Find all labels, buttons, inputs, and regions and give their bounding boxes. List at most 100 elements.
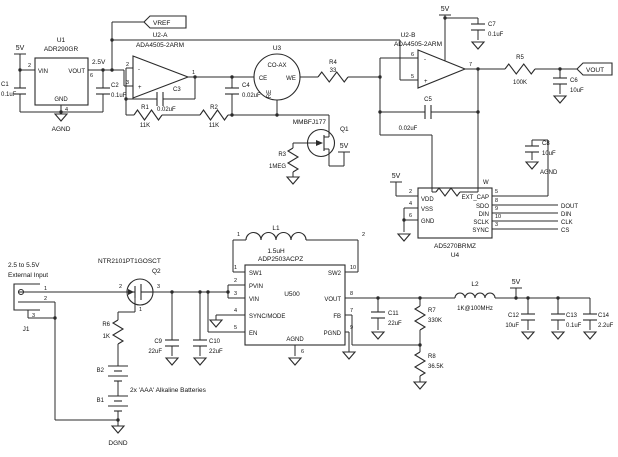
u1-pin-gnd: GND bbox=[54, 97, 68, 103]
u2b-pinnum-non: 5 bbox=[411, 74, 414, 80]
c2-capacitor: C2 0.1uF bbox=[96, 83, 127, 99]
c9-value-label: 22uF bbox=[148, 349, 162, 355]
u500-pinnum-fb: 7 bbox=[350, 308, 353, 314]
j1-pinnum-3: 3 bbox=[32, 313, 35, 319]
u2b-opamp: U2-B ADA4505-2ARM - + 6 5 7 bbox=[394, 32, 472, 89]
u4-body bbox=[417, 187, 493, 239]
u3-pin-ce: CE bbox=[259, 76, 267, 82]
u500-part-label: ADP2503ACPZ bbox=[258, 256, 303, 263]
sensor-icon bbox=[253, 53, 301, 101]
u2a-pinnum-non: 3 bbox=[126, 80, 129, 86]
net-cs-label: CS bbox=[561, 228, 569, 234]
c7-value-label: 0.1uF bbox=[488, 32, 504, 38]
r3-value-label: 1MEG bbox=[269, 164, 286, 170]
u500-pinnum-en: 5 bbox=[234, 325, 237, 331]
c1-ref-label: C1 bbox=[1, 82, 9, 88]
r5-value-label: 100K bbox=[513, 80, 527, 86]
u1-pinnum-2: 2 bbox=[28, 63, 31, 69]
u4-pinnum-sync: 3 bbox=[495, 222, 498, 228]
ground-icons bbox=[53, 41, 598, 434]
q2-pmos: NTR2101PT1GOSCT Q2 2 3 1 bbox=[98, 258, 161, 313]
q2-ref-label: Q2 bbox=[152, 268, 161, 275]
dgnd-icon bbox=[110, 425, 126, 434]
c3-capacitor: C3 0.02uF bbox=[156, 87, 181, 113]
c8-ref-label: C8 bbox=[542, 141, 550, 147]
u4-pin-din: DIN bbox=[479, 212, 489, 218]
r8-value-label: 36.5K bbox=[428, 364, 444, 370]
vout-flag: VOUT bbox=[576, 62, 613, 76]
gnd-icon bbox=[341, 351, 357, 360]
net-dgnd-label: DGND bbox=[108, 440, 127, 447]
u4-pinnum-extcap: 5 bbox=[495, 189, 498, 195]
r4-resistor: R4 33 bbox=[317, 60, 349, 83]
u4-pin-extcap: EXT_CAP bbox=[462, 195, 489, 201]
c10-value-label: 22uF bbox=[209, 349, 223, 355]
u3-gas-sensor: U3 CO-AX CE WE RE bbox=[253, 45, 301, 101]
u2a-part-label: ADA4505-2ARM bbox=[136, 42, 184, 49]
inductor-icon bbox=[454, 292, 496, 299]
u500-pinnum-pvin: 2 bbox=[234, 278, 237, 284]
c8-capacitor: C8 10uF bbox=[525, 141, 556, 157]
u4-pinnum-vss: 4 bbox=[409, 201, 412, 207]
u2b-part-label: ADA4505-2ARM bbox=[394, 41, 442, 48]
u500-pin-pvin: PVIN bbox=[249, 284, 263, 290]
junction-dots bbox=[18, 16, 562, 422]
gnd-icon bbox=[396, 233, 412, 242]
l1-ref-label: L1 bbox=[272, 225, 280, 232]
c5-value-label: 0.02uF bbox=[399, 126, 418, 132]
u4-pinnum-din: 9 bbox=[495, 206, 498, 212]
u4-pinnum-vdd: 2 bbox=[409, 189, 412, 195]
c7-capacitor: C7 0.1uF bbox=[471, 22, 504, 38]
c12-capacitor: C12 10uF bbox=[505, 313, 535, 329]
r6-value-label: 1K bbox=[103, 334, 110, 340]
u4-pinnum-sdo: 8 bbox=[495, 198, 498, 204]
u4-pin-vdd: VDD bbox=[421, 197, 434, 203]
u500-pinnum-pgnd: 9 bbox=[350, 325, 353, 331]
gnd-icon bbox=[285, 176, 301, 185]
u2b-plus: + bbox=[424, 79, 428, 85]
gnd-icon bbox=[370, 331, 386, 340]
c12-value-label: 10uF bbox=[505, 323, 519, 329]
l1-value-label: 1.5uH bbox=[267, 248, 285, 255]
l1-pinnum-1: 1 bbox=[237, 232, 240, 238]
u2b-minus: - bbox=[424, 57, 426, 63]
c3-ref-label: C3 bbox=[173, 87, 181, 93]
u1-body bbox=[34, 57, 89, 106]
net-2v5-label: 2.5V bbox=[92, 59, 106, 66]
inductor-icon bbox=[245, 232, 307, 241]
u3-ref-label: U3 bbox=[273, 45, 282, 52]
u3-part-label: CO-AX bbox=[267, 63, 286, 69]
u4-digital-rheostat: W VDD VSS GND EXT_CAP SDO DIN SCLK SYNC … bbox=[409, 180, 501, 259]
c11-ref-label: C11 bbox=[388, 311, 399, 317]
c8-value-label: 10uF bbox=[542, 151, 556, 157]
c9-ref-label: C9 bbox=[154, 339, 162, 345]
c10-capacitor: C10 22uF bbox=[193, 339, 223, 355]
gnd-icon bbox=[520, 331, 536, 340]
u4-wiper-label: W bbox=[483, 180, 489, 186]
r2-value-label: 11K bbox=[209, 123, 219, 129]
c9-capacitor: C9 22uF bbox=[148, 339, 179, 355]
net-vref-label: VREF bbox=[153, 20, 170, 27]
r7-ref-label: R7 bbox=[428, 308, 436, 314]
r6-resistor: R6 1K bbox=[102, 319, 125, 345]
r3-resistor: R3 1MEG bbox=[269, 147, 300, 173]
l2-ferrite-bead: L2 1K@100MHz bbox=[454, 281, 496, 312]
u500-pinnum-sync: 4 bbox=[234, 308, 237, 314]
j1-pinnum-2: 2 bbox=[44, 296, 47, 302]
c2-value-label: 0.1uF bbox=[111, 93, 127, 99]
u500-pin-pgnd: PGND bbox=[324, 331, 342, 337]
q2-part-label: NTR2101PT1GOSCT bbox=[98, 258, 161, 265]
u500-body bbox=[244, 264, 346, 346]
c14-capacitor: C14 2.2uF bbox=[583, 313, 614, 329]
u500-pin-agnd: AGND bbox=[286, 337, 304, 343]
u2a-ref-label: U2-A bbox=[153, 32, 168, 39]
c14-value-label: 2.2uF bbox=[598, 323, 614, 329]
b1-ref-label: B1 bbox=[97, 398, 105, 404]
r4-ref-label: R4 bbox=[329, 60, 337, 66]
transistor-icon bbox=[306, 128, 336, 158]
l2-ref-label: L2 bbox=[471, 281, 479, 288]
q1-ref-label: Q1 bbox=[340, 126, 349, 133]
net-agnd-label: AGND bbox=[52, 126, 71, 133]
u3-pin-re: RE bbox=[267, 90, 273, 98]
